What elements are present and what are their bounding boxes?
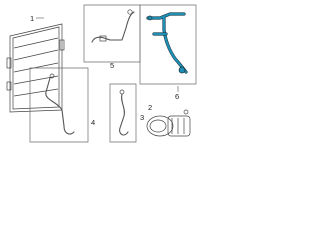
- hose-a[interactable]: [119, 93, 129, 136]
- tube-a-fitting: [49, 73, 55, 79]
- parts-diagram: 1 5 6 4 3 2: [6, 4, 197, 143]
- callout-2: 2: [148, 103, 152, 112]
- callout-5: 5: [110, 61, 114, 70]
- tube-b[interactable]: [91, 11, 135, 43]
- compressor[interactable]: [146, 109, 191, 137]
- callout-6: 6: [175, 92, 179, 101]
- frame-part-4: [29, 67, 89, 143]
- callout-4: 4: [91, 118, 95, 127]
- frame-part-6: [139, 4, 197, 85]
- hose-a-fitting: [119, 89, 125, 95]
- callout-1: 1: [30, 14, 34, 23]
- callout-3: 3: [140, 113, 144, 122]
- tube-a[interactable]: [45, 77, 75, 135]
- highlighted-tube-assembly[interactable]: [146, 12, 188, 74]
- tube-b-fitting: [127, 9, 133, 15]
- tube-b-clip: [99, 35, 107, 42]
- frame-part-3: [109, 83, 137, 143]
